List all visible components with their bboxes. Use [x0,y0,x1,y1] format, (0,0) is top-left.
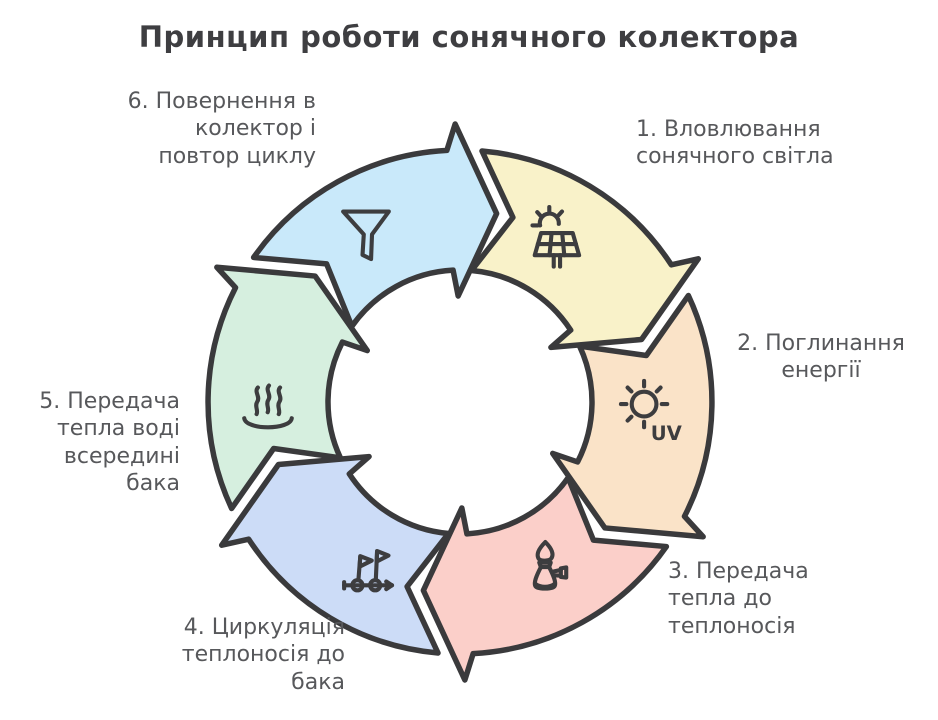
milestone-flags-icon [334,534,410,610]
solar-panel-icon [517,202,593,278]
cycle-segment-1 [468,148,702,351]
cycle-segment-3 [420,474,670,683]
step-5-label: 5. Передача тепла воді всередині бака [39,389,180,496]
steam-icon [230,372,306,448]
step-3-label: 3. Передача тепла до теплоносія [668,559,809,639]
cycle-segment-6 [250,121,500,330]
sun-uv-icon: UV [614,374,690,450]
cycle-segment-4 [218,453,452,656]
burner-icon [507,537,583,613]
step-6-label: 6. Повернення в колектор і повтор циклу [127,89,316,169]
step-1-label: 1. Вловлювання сонячного світла [636,117,834,170]
cycle-segment-5 [205,264,371,512]
funnel-icon [328,197,404,273]
diagram-title: Принцип роботи сонячного колектора [138,20,800,54]
step-4-label: 4. Циркуляція теплоносія до бака [181,615,345,695]
step-2-label: 2. Поглинання енергії [737,331,905,384]
uv-label: UV [651,422,683,445]
